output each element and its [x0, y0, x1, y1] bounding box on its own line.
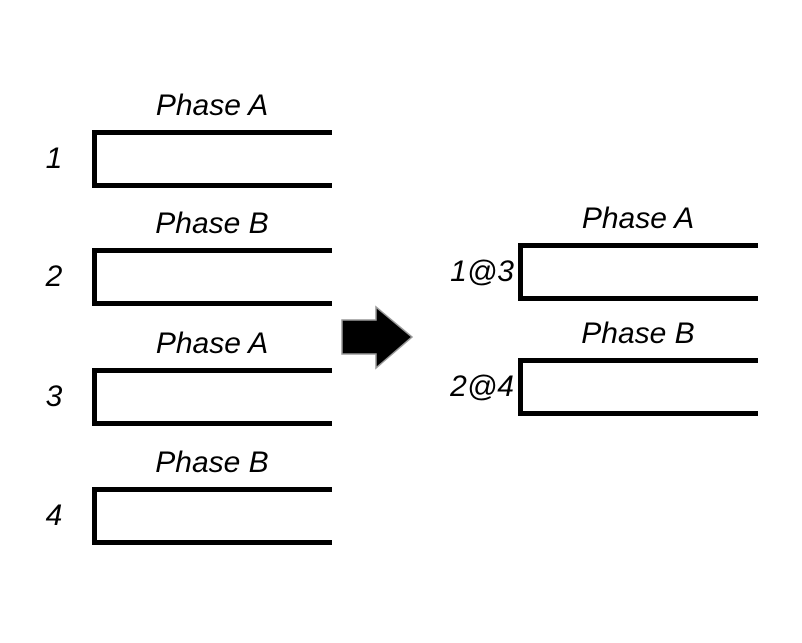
- primer-id: 1: [45, 142, 63, 175]
- right-arrow-icon: [340, 303, 416, 371]
- primer-bracket: [518, 358, 758, 416]
- primer-id: 1@3: [450, 255, 514, 288]
- primer-bracket: [92, 487, 332, 545]
- primer-bracket: [92, 248, 332, 306]
- primer-bracket: [518, 243, 758, 301]
- phase-label: Phase A: [155, 89, 269, 122]
- primer-id: 2: [45, 260, 63, 293]
- phase-label: Phase B: [155, 446, 269, 479]
- primer-id: 4: [45, 499, 63, 532]
- phase-label: Phase A: [155, 327, 269, 360]
- primer-bracket: [92, 368, 332, 426]
- primer-id: 2@4: [450, 370, 514, 403]
- phase-label: Phase B: [581, 317, 695, 350]
- phase-label: Phase B: [155, 207, 269, 240]
- phase-label: Phase A: [581, 202, 695, 235]
- primer-bracket: [92, 130, 332, 188]
- primer-id: 3: [45, 380, 63, 413]
